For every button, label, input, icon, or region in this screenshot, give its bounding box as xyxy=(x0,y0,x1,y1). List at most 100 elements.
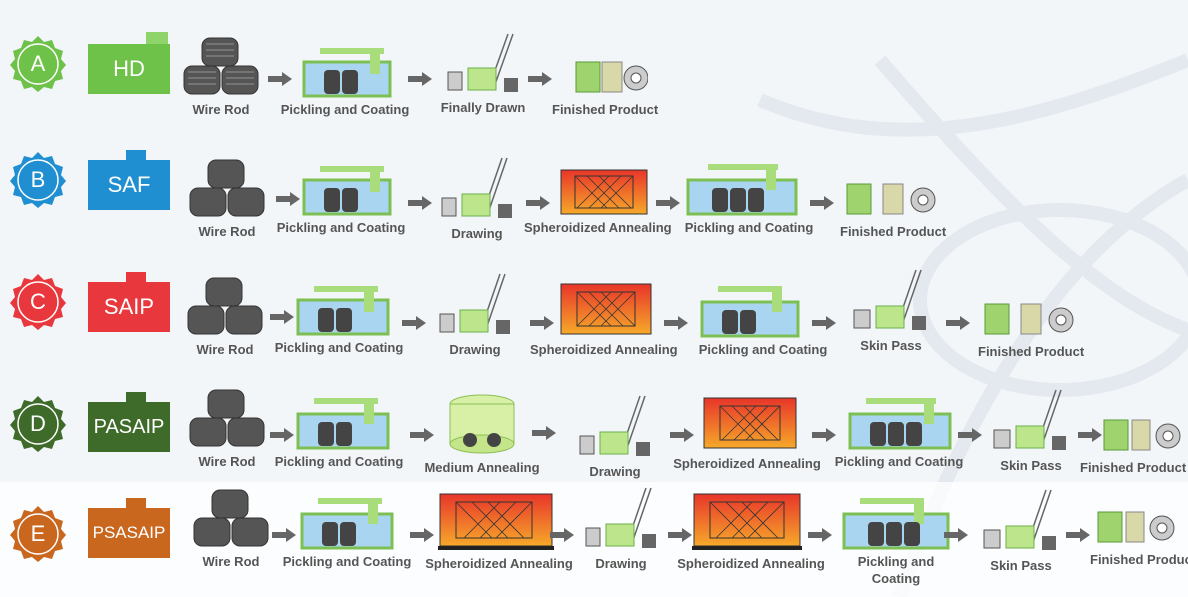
pickling-tank-icon xyxy=(842,498,950,550)
step-label: Wire Rod xyxy=(198,224,256,239)
step-label: Wire Rod xyxy=(192,102,250,117)
finished-product-icon xyxy=(1103,419,1181,451)
process-code: HD xyxy=(88,44,170,94)
row-letter: B xyxy=(30,167,46,192)
process-code: PASAIP xyxy=(88,402,170,452)
step-skin-pass: Skin Pass xyxy=(976,484,1066,574)
arrow-icon xyxy=(550,528,574,542)
wire-rod-icon xyxy=(189,159,265,217)
arrow-icon xyxy=(526,196,550,210)
step-label: Spheroidized Annealing xyxy=(677,556,825,571)
medium-annealing-furnace-icon xyxy=(449,394,515,454)
pickling-tank-icon xyxy=(296,286,390,336)
step-label: Pickling and Coating xyxy=(698,342,828,357)
row-badge: B xyxy=(8,150,68,210)
arrow-icon xyxy=(670,428,694,442)
skin-pass-machine-icon xyxy=(993,389,1066,450)
step-drawing: Drawing xyxy=(432,152,522,242)
step-label: Wire Rod xyxy=(198,454,256,469)
step-label: Pickling and Coating xyxy=(684,220,814,235)
arrow-icon xyxy=(1078,428,1102,442)
drawing-machine-icon xyxy=(447,33,518,92)
step-pickling-coating: Pickling and Coating xyxy=(280,46,410,118)
step-label: Pickling and Coating xyxy=(276,220,406,235)
annealing-furnace-icon xyxy=(560,169,648,215)
pickling-tank-icon xyxy=(296,398,390,450)
process-code-tag: PASAIP xyxy=(88,392,170,452)
arrow-icon xyxy=(944,528,968,542)
process-code-tag: PSASAIP xyxy=(88,498,170,558)
step-label: Drawing xyxy=(451,226,503,241)
row-letter: D xyxy=(30,411,46,436)
step-label: Wire Rod xyxy=(202,554,260,569)
step-wire-rod: Wire Rod xyxy=(186,276,264,358)
step-label: Drawing xyxy=(589,464,641,479)
step-pickling-coating: Pickling and Coating xyxy=(274,394,404,470)
step-label: Pickling and Coating xyxy=(857,554,935,586)
row-badge: A xyxy=(8,34,68,94)
process-code: SAF xyxy=(88,160,170,210)
process-code: PSASAIP xyxy=(88,508,170,558)
pickling-tank-icon xyxy=(302,48,392,98)
arrow-icon xyxy=(410,528,434,542)
step-label: Pickling and Coating xyxy=(834,454,964,469)
step-skin-pass: Skin Pass xyxy=(986,384,1076,474)
annealing-furnace-icon xyxy=(438,493,554,550)
arrow-icon xyxy=(810,196,834,210)
step-label: Pickling and Coating xyxy=(274,454,404,469)
step-finished-product: Finished Product xyxy=(978,300,1084,360)
step-pickling-coating: Pickling and Coating xyxy=(282,494,412,570)
row-badge: C xyxy=(8,272,68,332)
process-row-c: C SAIP Wire Rod Pickling and Coating Dra… xyxy=(0,258,1188,373)
process-code: SAIP xyxy=(88,282,170,332)
wire-rod-icon xyxy=(187,277,263,335)
wire-rod-icon xyxy=(189,389,265,447)
arrow-icon xyxy=(1066,528,1090,542)
step-label: Spheroidized Annealing xyxy=(524,220,672,235)
step-label: Spheroidized Annealing xyxy=(673,456,821,471)
step-finished-product: Finished Product xyxy=(1090,508,1188,568)
arrow-icon xyxy=(958,428,982,442)
step-drawing: Drawing xyxy=(570,390,660,480)
arrow-icon xyxy=(402,316,426,330)
arrow-icon xyxy=(664,316,688,330)
arrow-icon xyxy=(272,528,296,542)
step-finished-product: Finished Product xyxy=(552,58,658,118)
row-letter: C xyxy=(30,289,46,314)
step-pickling-coating: Pickling and Coating xyxy=(698,282,828,358)
arrow-icon xyxy=(270,428,294,442)
arrow-icon xyxy=(268,72,292,86)
arrow-icon xyxy=(812,316,836,330)
step-wire-rod: Wire Rod xyxy=(188,388,266,470)
arrow-icon xyxy=(656,196,680,210)
arrow-icon xyxy=(276,192,300,206)
skin-pass-machine-icon xyxy=(853,269,926,330)
step-label: Drawing xyxy=(449,342,501,357)
process-code-tag: SAF xyxy=(88,150,170,210)
step-drawing: Drawing xyxy=(576,482,666,572)
row-badge: E xyxy=(8,504,68,564)
pickling-tank-icon xyxy=(686,164,798,216)
step-label: Spheroidized Annealing xyxy=(530,342,678,357)
step-spheroidized-annealing: Spheroidized Annealing xyxy=(672,396,822,472)
arrow-icon xyxy=(668,528,692,542)
step-label: Skin Pass xyxy=(990,558,1052,573)
arrow-icon xyxy=(408,72,432,86)
step-skin-pass: Skin Pass xyxy=(846,264,936,354)
finished-product-icon xyxy=(1097,511,1175,543)
row-letter: E xyxy=(30,521,46,546)
step-label: Pickling and Coating xyxy=(282,554,412,569)
row-badge: D xyxy=(8,394,68,454)
process-code-tag: SAIP xyxy=(88,272,170,332)
drawing-machine-icon xyxy=(579,395,650,456)
step-label: Pickling and Coating xyxy=(274,340,404,355)
pickling-tank-icon xyxy=(300,498,394,550)
step-label: Finished Product xyxy=(552,102,659,117)
step-medium-annealing: Medium Annealing xyxy=(424,392,540,476)
step-finished-product: Finished Product xyxy=(840,180,946,240)
pickling-tank-icon xyxy=(302,166,392,216)
step-spheroidized-annealing: Spheroidized Annealing xyxy=(424,492,574,572)
step-pickling-coating: Pickling and Coating xyxy=(840,494,952,587)
process-row-e: E PSASAIP Wire Rod Pickling and Coating … xyxy=(0,482,1188,597)
step-finished-product: Finished Product xyxy=(1080,416,1186,476)
